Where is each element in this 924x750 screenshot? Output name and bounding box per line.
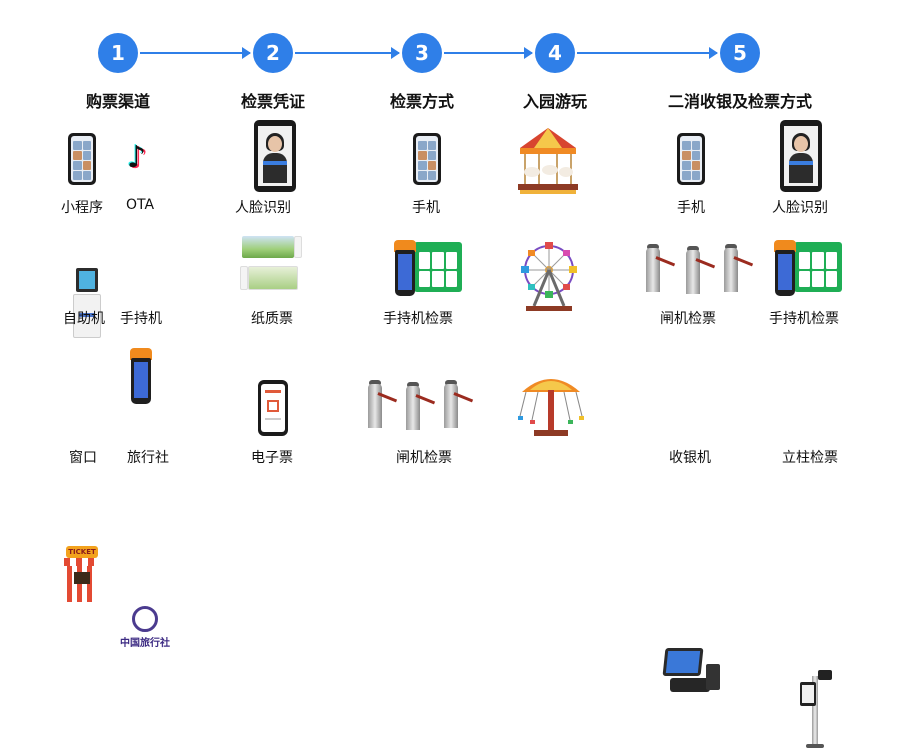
agency-label: 旅行社 [127,450,169,466]
secondary-gates-icon [636,236,754,302]
self-service-kiosk-icon [72,268,102,338]
step-2-title: 检票凭证 [240,92,306,111]
handheld-label: 手持机 [120,311,162,327]
check-phone-icon [413,133,441,185]
travel-agency-logo-icon: 中国旅行社 [120,606,170,654]
face-terminal-icon [254,120,296,192]
step-1-title: 购票渠道 [85,92,151,111]
arrow-3-4 [444,47,533,59]
flow-diagram: 1 2 3 4 5 购票渠道 检票凭证 检票方式 入园游玩 二消收银及检票方式 … [0,0,924,500]
agency-logo-text: 中国旅行社 [120,638,170,649]
tiktok-icon: ♪ ♪ ♪ [126,139,149,176]
step-5-title: 二消收银及检票方式 [667,92,813,111]
step-1-circle: 1 [98,33,138,73]
miniprogram-label: 小程序 [61,200,103,216]
miniprogram-phone-icon [68,133,96,185]
turnstile-gates-icon [362,374,474,438]
arrow-2-3 [295,47,400,59]
e-ticket-phone-icon [258,380,288,436]
secondary-handheld-label: 手持机检票 [769,311,839,327]
face-recognition-label: 人脸识别 [235,200,291,216]
booth-sign-text: TICKET [66,546,98,558]
step-3-title: 检票方式 [389,92,455,111]
check-phone-label: 手机 [412,200,440,216]
secondary-phone-label: 手机 [677,200,705,216]
arrow-4-5 [577,47,718,59]
window-label: 窗口 [69,450,97,466]
step-5-circle: 5 [720,33,760,73]
pillar-check-label: 立柱检票 [782,450,838,466]
step-4-title: 入园游玩 [522,92,588,111]
pos-terminal-icon [660,648,722,694]
arrow-1-2 [140,47,251,59]
step-4-circle: 4 [535,33,575,73]
gate-check-label: 闸机检票 [396,450,452,466]
pos-label: 收银机 [669,450,711,466]
secondary-phone-icon [677,133,705,185]
self-service-label: 自助机 [63,311,105,327]
e-ticket-label: 电子票 [251,450,293,466]
swing-ride-icon [518,379,584,436]
handheld-check-icon [388,238,464,296]
pillar-terminal-icon [790,670,840,750]
ticket-booth-icon: TICKET [64,546,100,602]
secondary-face-label: 人脸识别 [772,200,828,216]
secondary-face-terminal-icon [780,120,822,192]
step-3-circle: 3 [402,33,442,73]
handheld-terminal-icon [130,348,152,404]
carousel-icon [518,128,578,194]
paper-ticket-label: 纸质票 [251,311,293,327]
ferris-wheel-icon [521,242,577,311]
ota-label: OTA [125,197,155,213]
secondary-handheld-icon [768,238,844,296]
paper-ticket-icon [240,234,302,296]
step-2-circle: 2 [253,33,293,73]
secondary-gate-label: 闸机检票 [660,311,716,327]
handheld-check-label: 手持机检票 [383,311,453,327]
